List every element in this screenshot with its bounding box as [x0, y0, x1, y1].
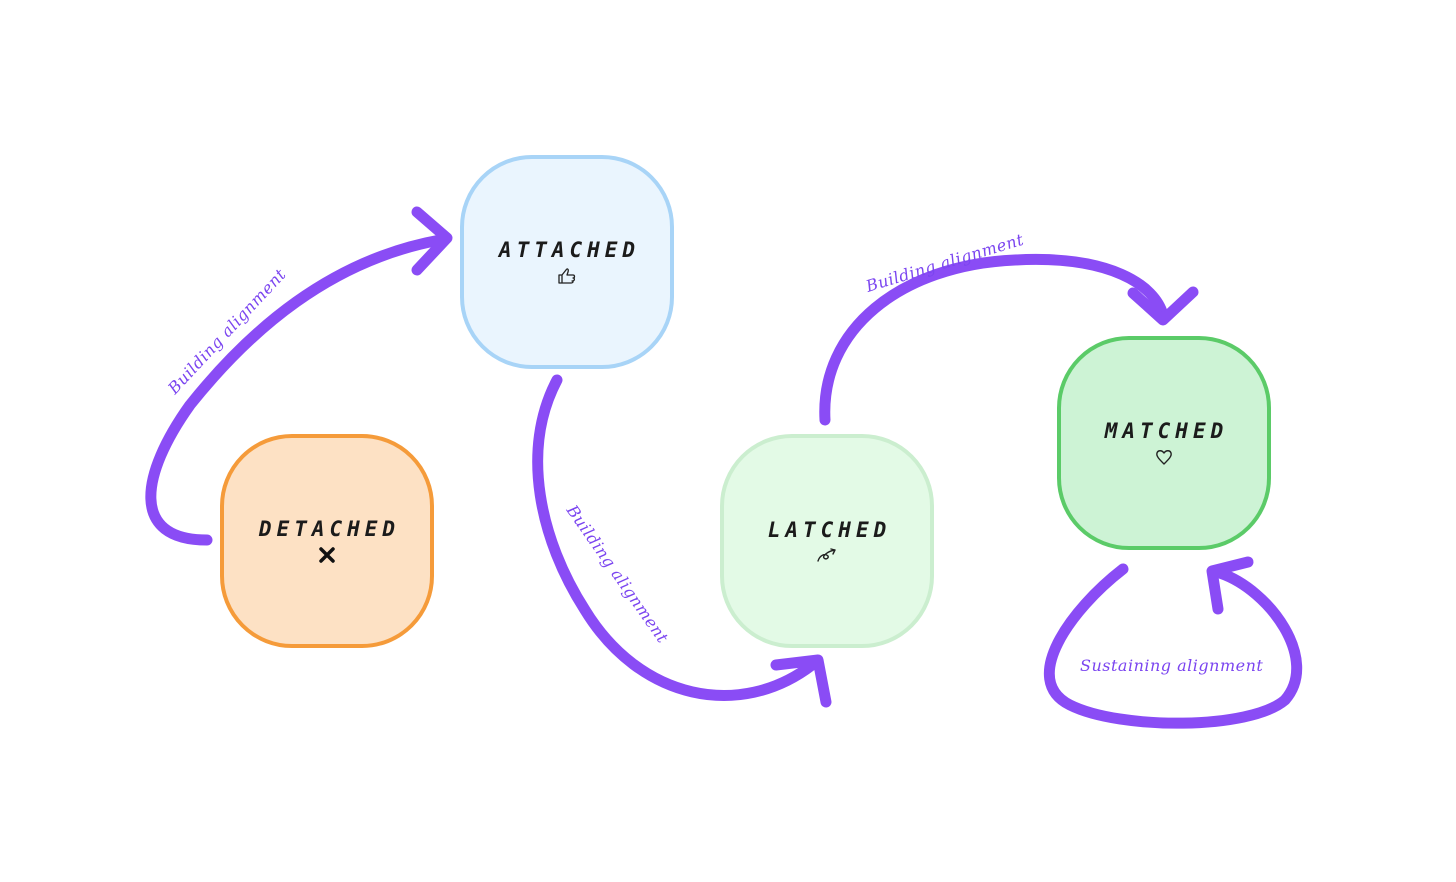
edge-attached-latched	[532, 374, 818, 701]
edge-label-detached-attached: Building alignment	[163, 265, 289, 399]
edge-matched-self-arrowhead	[1206, 556, 1254, 615]
node-latched-label: LATCHED	[767, 517, 892, 542]
edge-latched-matched-arrowhead	[1127, 286, 1199, 326]
edge-matched-self	[1043, 563, 1303, 729]
edge-label-matched-self: Sustaining alignment	[1080, 656, 1263, 675]
node-matched: MATCHED	[1057, 336, 1271, 550]
x-mark-icon	[319, 546, 335, 563]
node-latched: LATCHED	[720, 434, 934, 648]
edge-detached-attached	[145, 234, 446, 546]
hook-arrow-icon	[817, 547, 836, 562]
node-attached: ATTACHED	[460, 155, 674, 369]
node-matched-label: MATCHED	[1104, 418, 1229, 443]
edge-label-attached-latched: Building alignment	[562, 501, 672, 647]
node-detached: DETACHED	[220, 434, 434, 648]
thumbs-up-icon	[558, 267, 576, 284]
node-detached-label: DETACHED	[258, 516, 401, 541]
node-attached-label: ATTACHED	[498, 237, 641, 262]
edge-attached-latched-arrowhead	[770, 654, 832, 708]
edge-detached-attached-arrowhead	[411, 206, 453, 276]
heart-icon	[1156, 449, 1172, 465]
edge-latched-matched	[819, 253, 1169, 426]
